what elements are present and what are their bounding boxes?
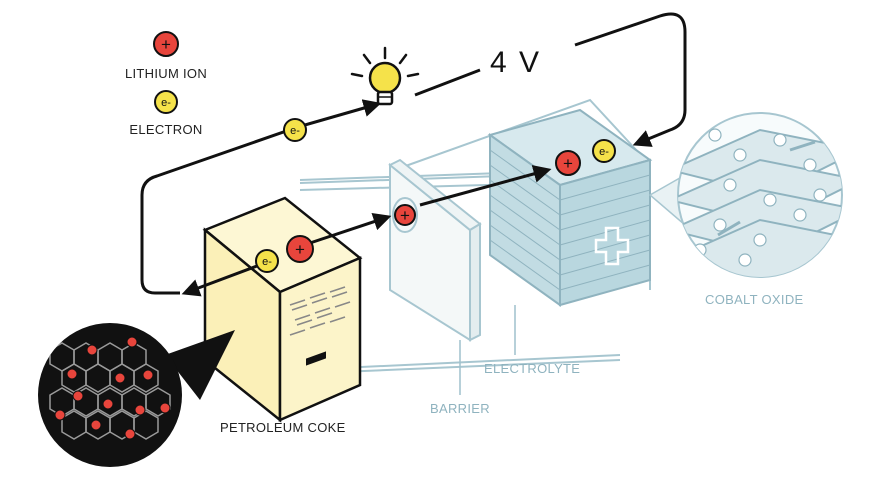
svg-text:+: + xyxy=(563,154,573,173)
anode-electron: e- xyxy=(255,249,279,273)
ion-flow-arrow xyxy=(181,165,552,297)
svg-text:e-: e- xyxy=(290,125,300,137)
electron-icon: e- xyxy=(154,90,178,114)
electrolyte-label: ELECTROLYTE xyxy=(484,361,580,376)
barrier-label: BARRIER xyxy=(430,401,490,416)
electron-symbol: e- xyxy=(161,97,171,109)
lithium-ion-label: LITHIUM ION xyxy=(125,66,207,81)
legend: + LITHIUM ION e- ELECTRON xyxy=(125,31,207,137)
anode-label: PETROLEUM COKE xyxy=(220,420,346,435)
lithium-ion-symbol: + xyxy=(161,35,171,54)
electron-label: ELECTRON xyxy=(129,122,202,137)
voltage-label: 4 V xyxy=(490,46,541,79)
graphite-lattice-icon xyxy=(38,323,235,467)
svg-text:e-: e- xyxy=(599,146,609,158)
svg-text:+: + xyxy=(400,206,410,225)
cathode-sign xyxy=(594,226,630,266)
leader-lines xyxy=(459,305,516,395)
anode-block xyxy=(202,196,363,423)
barrier-ion: + xyxy=(394,204,416,226)
svg-text:e-: e- xyxy=(262,256,272,268)
anode-ion: + xyxy=(286,235,314,263)
external-circuit xyxy=(140,12,687,295)
cathode-ion: + xyxy=(555,150,581,176)
lithium-ion-icon: + xyxy=(153,31,179,57)
circuit-electron: e- xyxy=(283,118,307,142)
cathode-electron: e- xyxy=(592,139,616,163)
cathode-label: COBALT OXIDE xyxy=(705,292,804,307)
cobalt-layers-icon xyxy=(648,112,843,278)
light-bulb-icon xyxy=(350,46,420,106)
svg-text:+: + xyxy=(295,240,305,259)
anode-sign xyxy=(306,351,326,366)
barrier xyxy=(388,158,482,342)
